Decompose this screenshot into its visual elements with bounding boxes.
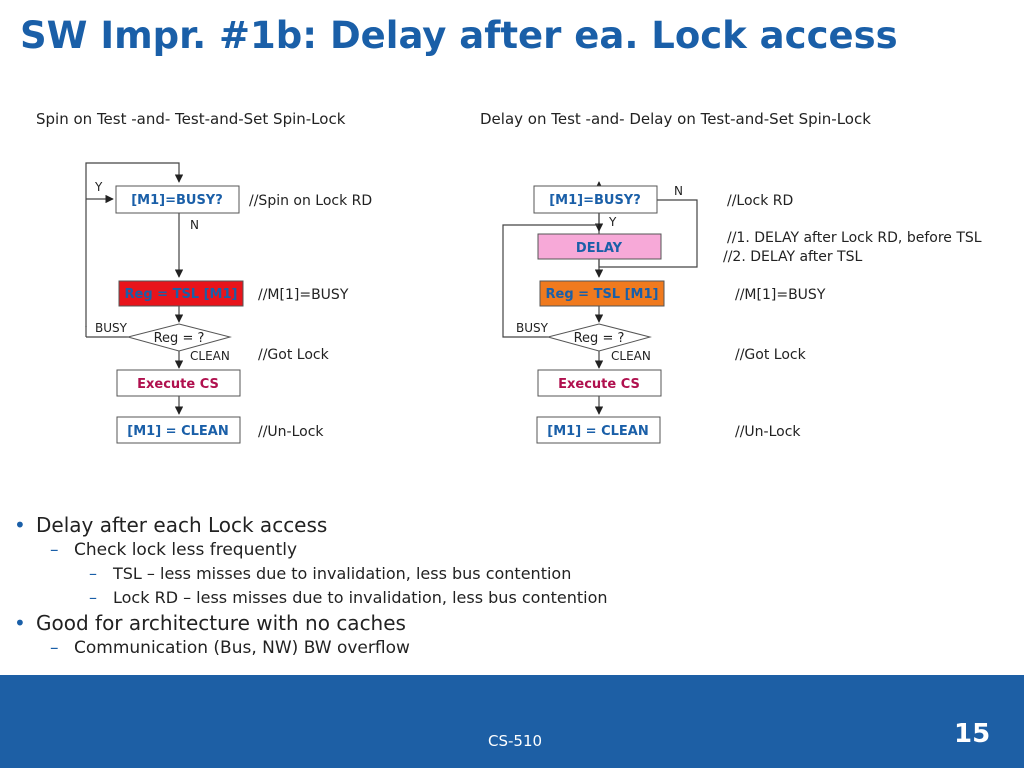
right-clean-label: CLEAN bbox=[611, 349, 651, 363]
left-down-label: N bbox=[190, 218, 199, 232]
left-busy-label: BUSY bbox=[95, 321, 128, 335]
right-busy-box bbox=[533, 185, 658, 214]
left-tsl-box-label: Reg = TSL [M1] bbox=[125, 287, 238, 302]
right-cs-box bbox=[537, 369, 662, 397]
left-cs-box-label: Execute CS bbox=[137, 377, 219, 392]
bullet-level2: –Communication (Bus, NW) BW overflow bbox=[14, 636, 1004, 660]
left-loop-label: Y bbox=[94, 180, 103, 194]
left-comment-busy: //M[1]=BUSY bbox=[258, 287, 349, 303]
right-decision-diamond bbox=[546, 323, 652, 352]
bullet-dash: – bbox=[50, 540, 59, 560]
left-busy-box bbox=[115, 185, 240, 214]
right-busy-label: BUSY bbox=[516, 321, 549, 335]
right-comment-unlock: //Un-Lock bbox=[735, 424, 801, 440]
bullet-level3: –Lock RD – less misses due to invalidati… bbox=[14, 586, 1004, 610]
left-comment-lock-rd: //Spin on Lock RD bbox=[249, 193, 372, 209]
flowchart-diagrams: Spin on Test -and- Test-and-Set Spin-Loc… bbox=[36, 110, 982, 444]
right-down-label: Y bbox=[608, 215, 617, 229]
course-label: CS-510 bbox=[488, 732, 543, 750]
bullet-dash: – bbox=[89, 588, 97, 607]
left-busy-box-label: [M1]=BUSY? bbox=[131, 193, 223, 208]
right-comment-got-lock: //Got Lock bbox=[735, 347, 807, 363]
right-unlock-box bbox=[536, 416, 661, 444]
footer-bar: CS-510 15 bbox=[0, 675, 1024, 768]
left-caption: Spin on Test -and- Test-and-Set Spin-Loc… bbox=[36, 110, 346, 128]
bullet-text: TSL – less misses due to invalidation, l… bbox=[113, 564, 572, 583]
bullet-dot: • bbox=[14, 611, 26, 635]
left-cs-box bbox=[116, 369, 241, 397]
right-delay-box-label: DELAY bbox=[576, 241, 623, 256]
page-number: 15 bbox=[954, 719, 991, 749]
right-tsl-box-label: Reg = TSL [M1] bbox=[546, 287, 659, 302]
left-decision-diamond bbox=[126, 323, 232, 352]
right-comment-lock-rd: //Lock RD bbox=[727, 193, 793, 209]
left-flowchart: Spin on Test -and- Test-and-Set Spin-Loc… bbox=[36, 110, 372, 444]
left-comment-got-lock: //Got Lock bbox=[258, 347, 330, 363]
bullet-level1: • Good for architecture with no caches bbox=[14, 610, 1004, 636]
left-clean-label: CLEAN bbox=[190, 349, 230, 363]
slide-title: SW Impr. #1b: Delay after ea. Lock acces… bbox=[20, 14, 898, 57]
bullet-dash: – bbox=[50, 638, 59, 658]
bullet-dash: – bbox=[89, 564, 97, 583]
bullet-level2: –Check lock less frequently bbox=[14, 538, 1004, 562]
left-unlock-box bbox=[116, 416, 241, 444]
right-decision-label: Reg = ? bbox=[574, 331, 625, 346]
right-cs-box-label: Execute CS bbox=[558, 377, 640, 392]
right-comment-delay-1: //1. DELAY after Lock RD, before TSL bbox=[727, 230, 982, 246]
right-tsl-box bbox=[539, 280, 665, 307]
bullet-text: Communication (Bus, NW) BW overflow bbox=[74, 638, 410, 658]
right-comment-delay-2: //2. DELAY after TSL bbox=[723, 249, 862, 265]
left-comment-unlock: //Un-Lock bbox=[258, 424, 324, 440]
right-busy-box-label: [M1]=BUSY? bbox=[549, 193, 641, 208]
bullet-dot: • bbox=[14, 513, 26, 537]
left-decision-label: Reg = ? bbox=[154, 331, 205, 346]
left-unlock-box-label: [M1] = CLEAN bbox=[127, 424, 228, 439]
bullet-text: Good for architecture with no caches bbox=[36, 611, 406, 635]
right-caption: Delay on Test -and- Delay on Test-and-Se… bbox=[480, 110, 871, 128]
bullet-text: Delay after each Lock access bbox=[36, 513, 328, 537]
right-delay-box bbox=[537, 233, 662, 260]
bullet-text: Check lock less frequently bbox=[74, 540, 298, 560]
right-unlock-box-label: [M1] = CLEAN bbox=[547, 424, 648, 439]
right-flowchart: Delay on Test -and- Delay on Test-and-Se… bbox=[480, 110, 982, 444]
left-tsl-box bbox=[118, 280, 244, 307]
right-comment-busy: //M[1]=BUSY bbox=[735, 287, 826, 303]
bullet-level3: –TSL – less misses due to invalidation, … bbox=[14, 562, 1004, 586]
bullet-text: Lock RD – less misses due to invalidatio… bbox=[113, 588, 608, 607]
right-loop-label: N bbox=[674, 184, 683, 198]
bullet-level1: • Delay after each Lock access bbox=[14, 512, 1004, 538]
bullet-list: •Delay after each Lock access –Check loc… bbox=[14, 512, 1004, 660]
